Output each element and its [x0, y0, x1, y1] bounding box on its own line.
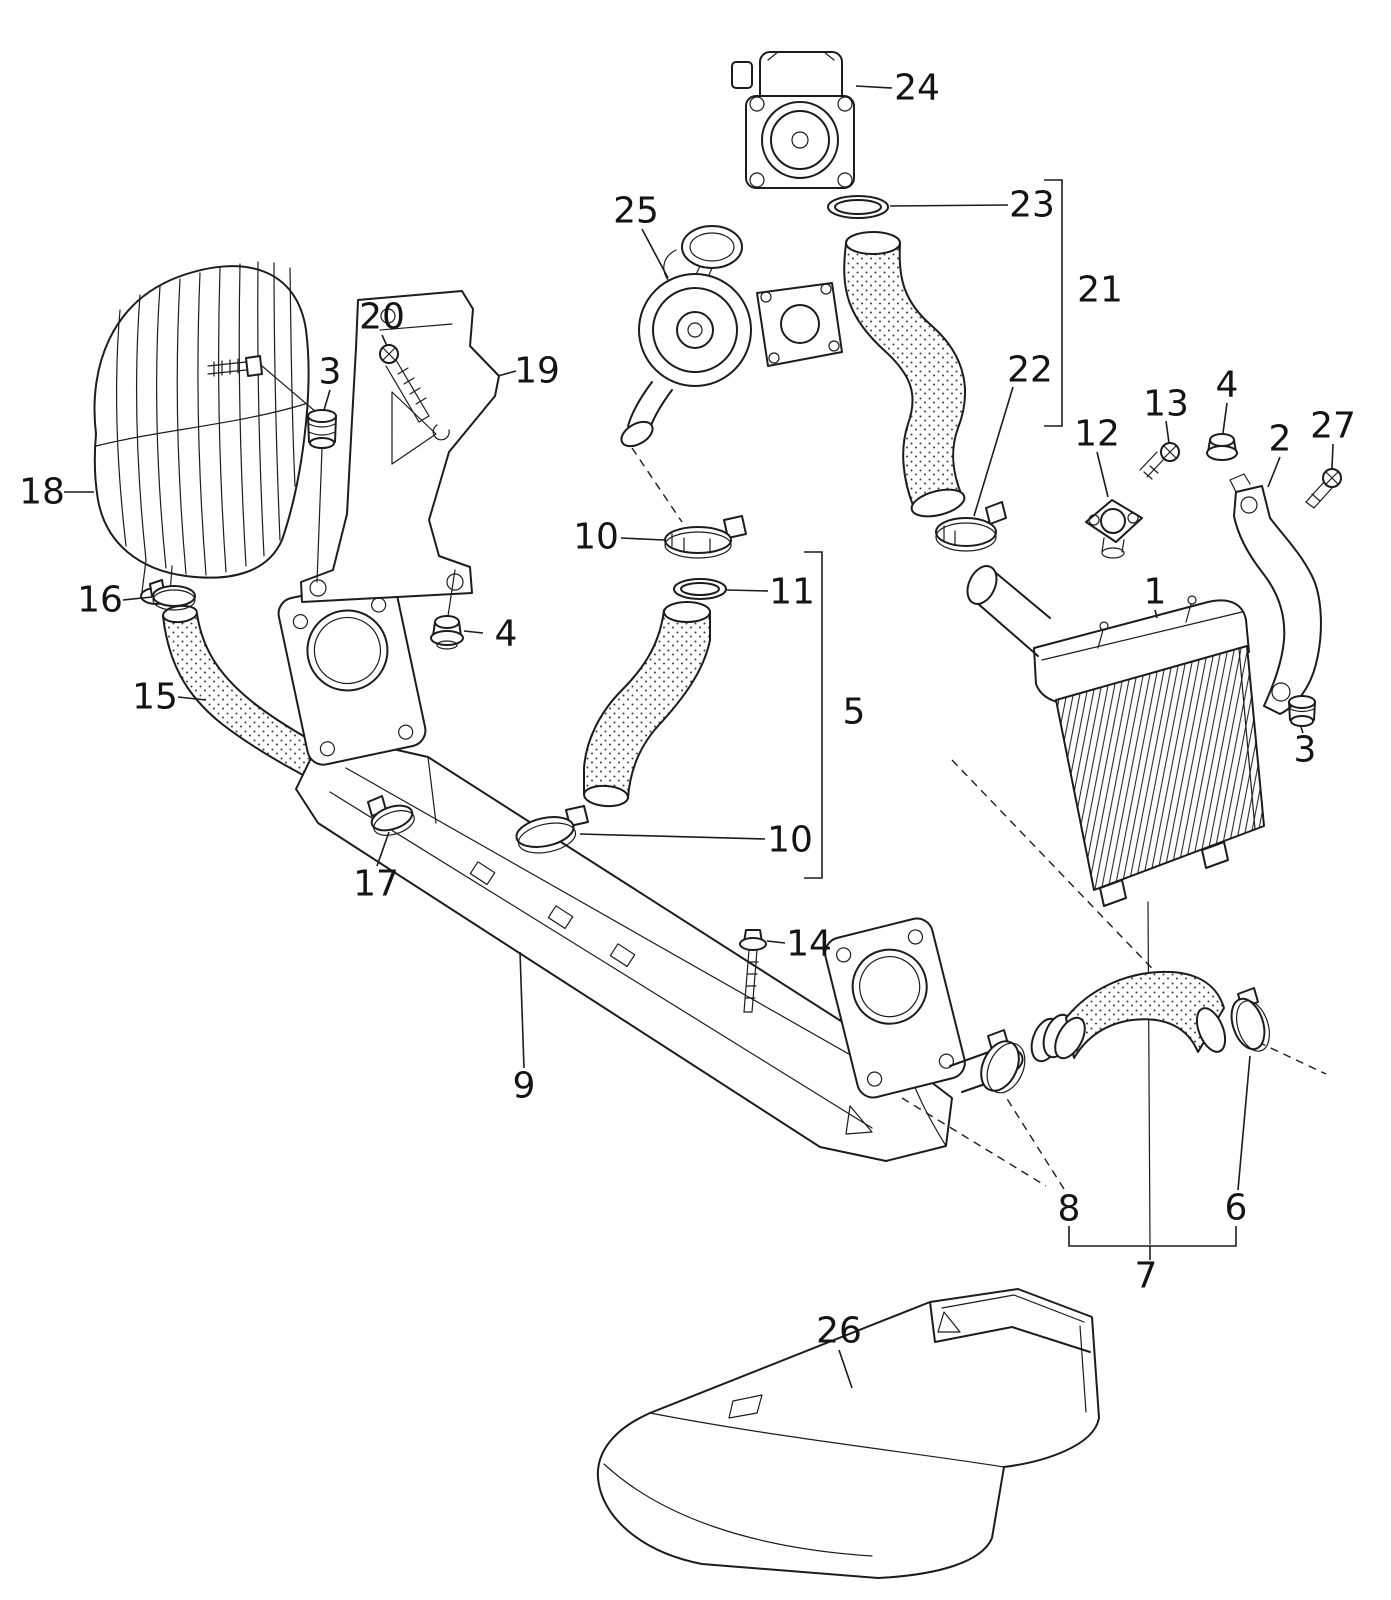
- throttle-body: [731, 51, 855, 189]
- construction-lines: [631, 447, 1327, 1245]
- callout-1: 1: [1144, 572, 1167, 613]
- oring-seal-11: [673, 578, 727, 600]
- charge-hose-center: [583, 601, 711, 808]
- callout-21: 21: [1077, 270, 1123, 311]
- callout-2: 2: [1269, 419, 1292, 460]
- hose-clamp-8: [980, 1029, 1026, 1094]
- callout-4-right: 4: [1216, 365, 1239, 406]
- callout-10-lower: 10: [767, 820, 813, 861]
- screw-13: [1139, 442, 1180, 480]
- callout-19: 19: [514, 351, 560, 392]
- boost-sensor: [1085, 499, 1143, 559]
- callout-9: 9: [513, 1066, 536, 1107]
- flange-nut-right: [1206, 433, 1238, 461]
- rubber-grommet-right: [1288, 695, 1316, 727]
- intercooler: [1033, 595, 1265, 907]
- callout-6: 6: [1225, 1188, 1248, 1229]
- oring-seal-upper: [827, 195, 889, 219]
- hose-clamp-16: [149, 579, 196, 611]
- hose-clamp-10-lower: [515, 805, 589, 854]
- callout-20: 20: [359, 297, 405, 338]
- hose-clamp-10-upper: [664, 515, 747, 559]
- callout-26: 26: [816, 1311, 862, 1352]
- callout-24: 24: [894, 68, 940, 109]
- callout-22: 22: [1007, 350, 1053, 391]
- long-screw-20: [379, 344, 430, 423]
- callout-3-right: 3: [1294, 730, 1317, 771]
- hose-clamp-22: [935, 501, 1007, 552]
- connecting-hose-7: [1054, 970, 1227, 1060]
- callout-27: 27: [1310, 406, 1356, 447]
- callout-16: 16: [77, 580, 123, 621]
- side-screw: [207, 355, 317, 413]
- callout-4-center: 4: [495, 614, 518, 655]
- callout-23: 23: [1009, 185, 1055, 226]
- callout-13: 13: [1143, 384, 1189, 425]
- callout-11: 11: [769, 572, 815, 613]
- charge-hose-upper: [843, 231, 966, 518]
- callout-7: 7: [1135, 1256, 1158, 1297]
- callout-5: 5: [843, 692, 866, 733]
- gasket-plate-right: [824, 917, 966, 1099]
- screw-27: [1305, 468, 1342, 509]
- crossmember-duct: [295, 741, 953, 1162]
- flange-bolt-14: [739, 929, 767, 1013]
- air-cleaner-box: [93, 261, 310, 605]
- bracket-plate-19: [300, 290, 500, 603]
- callout-12: 12: [1074, 414, 1120, 455]
- callout-25: 25: [613, 191, 659, 232]
- hose-clamp-6: [1230, 987, 1270, 1052]
- callout-8: 8: [1058, 1189, 1081, 1230]
- intercooler-inlet-pipe: [966, 565, 1051, 657]
- callout-3-left: 3: [319, 352, 342, 393]
- leader-lines: [64, 85, 1334, 1389]
- callout-labels: 24 23 25 21 20 3 19 22 4 13 12 2 27 18 1…: [19, 68, 1356, 1352]
- callout-17: 17: [353, 864, 399, 905]
- rubber-grommet-left: [307, 409, 337, 583]
- callout-14: 14: [786, 924, 832, 965]
- rubber-grommet-center: [430, 569, 464, 650]
- callout-15: 15: [132, 677, 178, 718]
- hose-clamp-17: [367, 795, 415, 836]
- air-guide-duct: [596, 1288, 1100, 1579]
- callout-18: 18: [19, 472, 65, 513]
- retaining-bracket-2: [1229, 473, 1322, 715]
- turbocharger: [620, 225, 843, 448]
- callout-10-upper: 10: [573, 517, 619, 558]
